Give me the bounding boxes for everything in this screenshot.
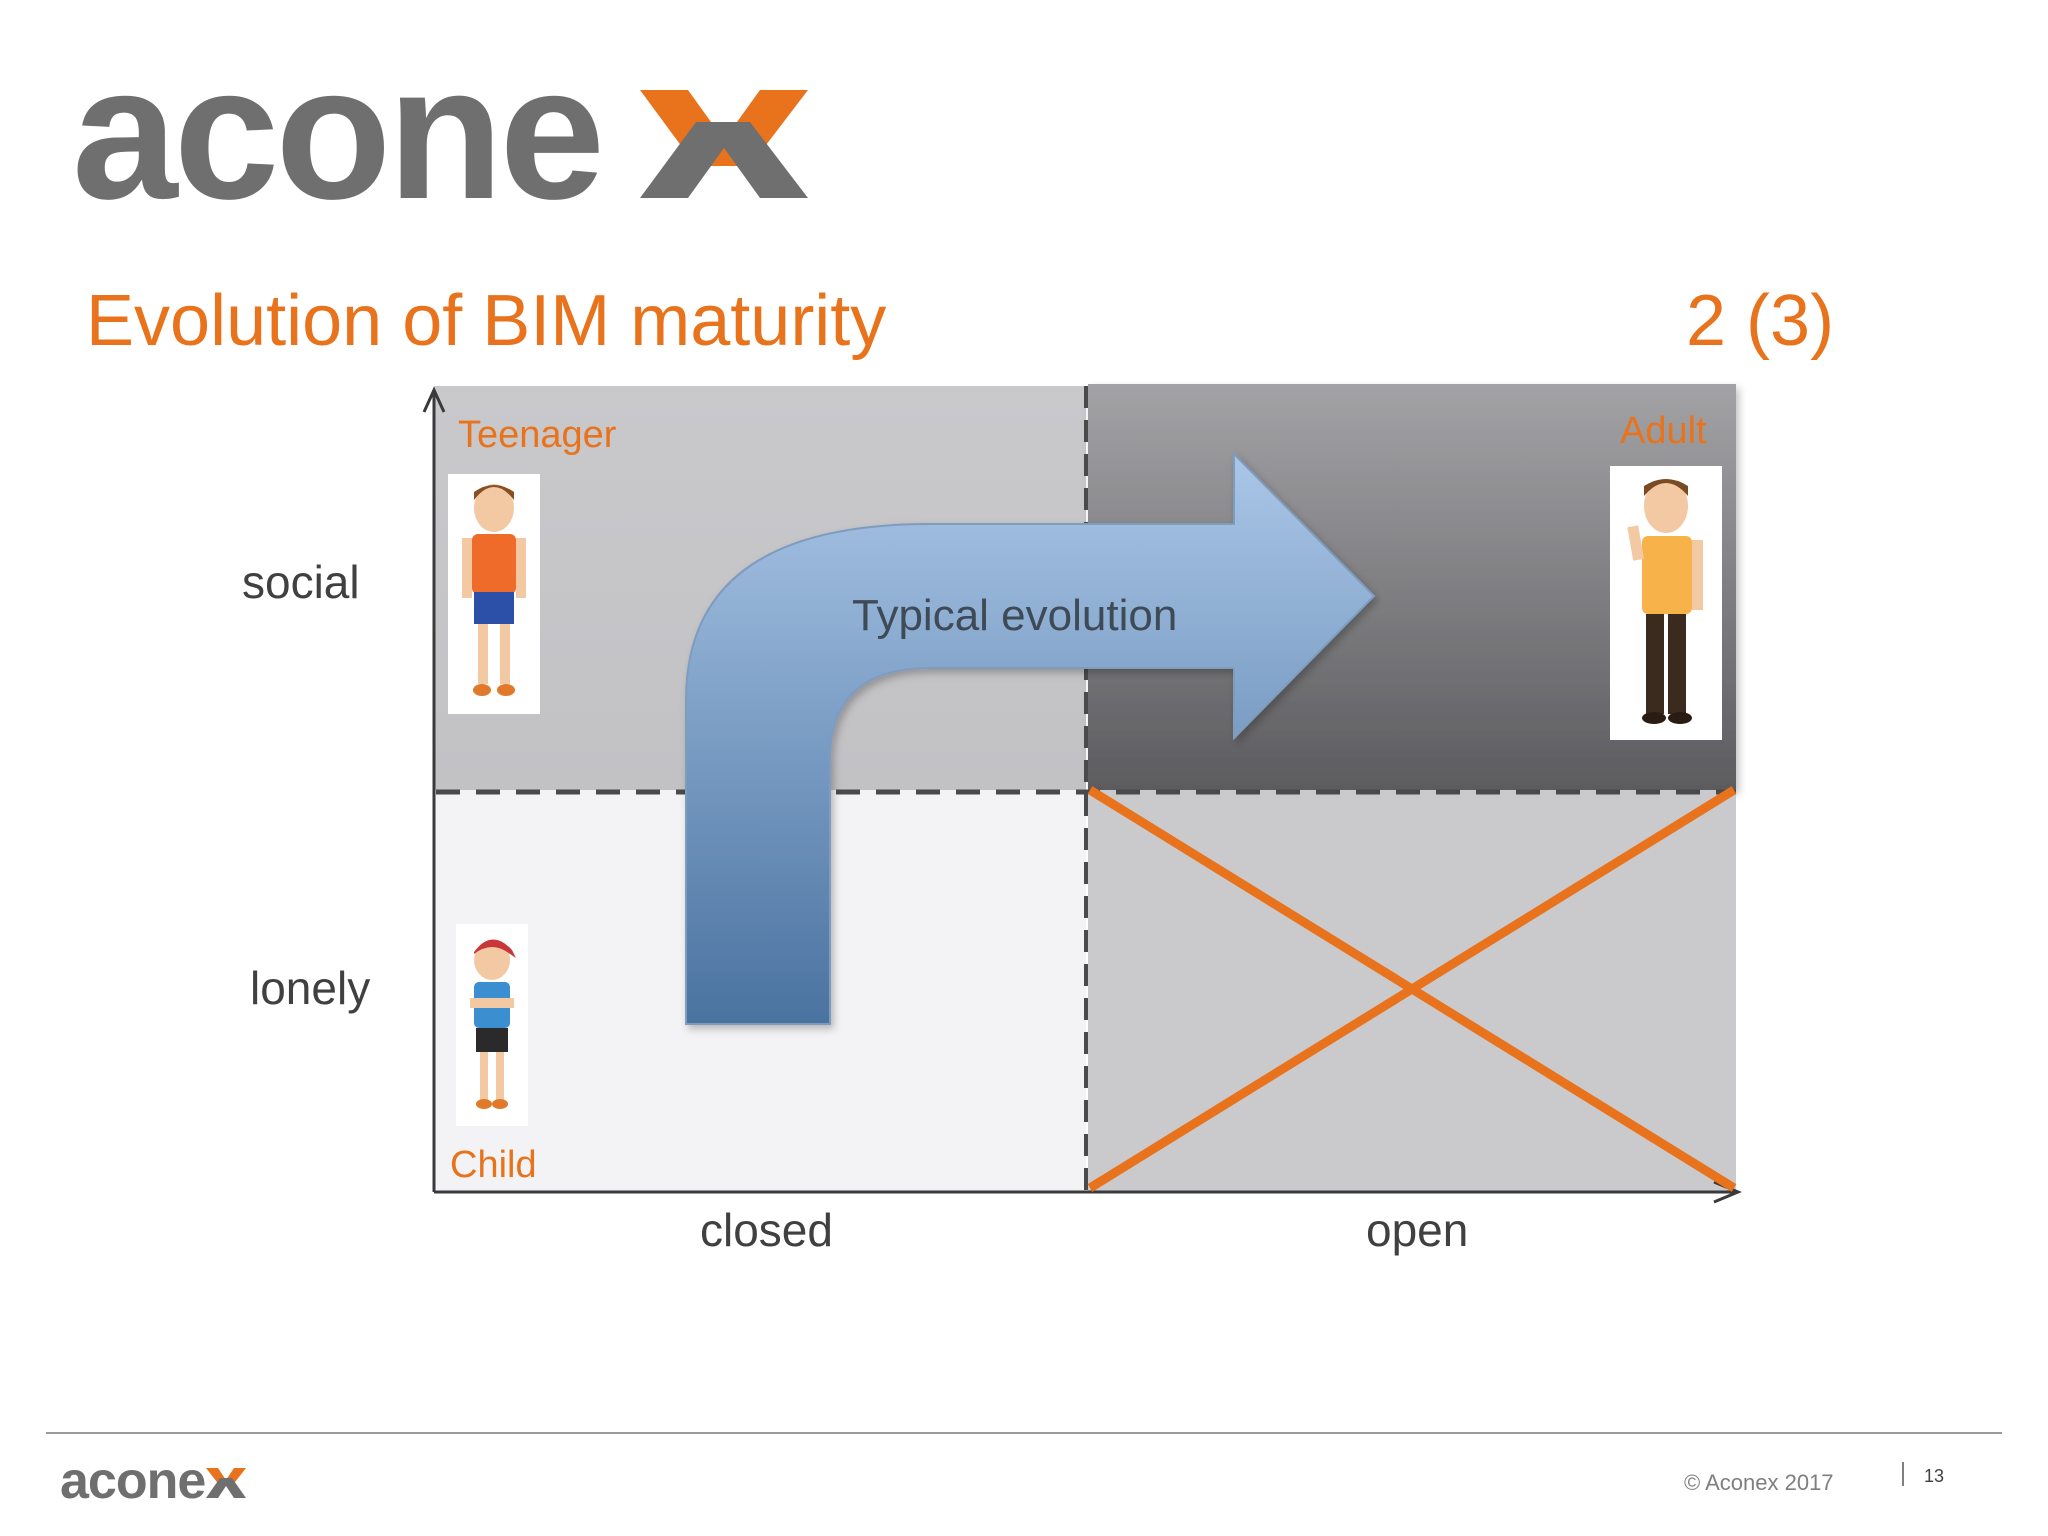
x-label-closed: closed bbox=[700, 1204, 833, 1256]
arrow-label: Typical evolution bbox=[852, 591, 1178, 640]
label-child: Child bbox=[450, 1144, 537, 1186]
cross-line-2 bbox=[1087, 786, 1737, 1192]
copyright-text: © Aconex 2017 bbox=[1684, 1470, 1834, 1495]
logo-x-mark bbox=[640, 90, 808, 198]
label-teenager: Teenager bbox=[458, 414, 617, 456]
svg-text:acone: acone bbox=[60, 1454, 205, 1510]
teenager-figure bbox=[448, 474, 540, 714]
child-figure bbox=[456, 924, 528, 1126]
adult-figure bbox=[1610, 466, 1722, 740]
y-label-social: social bbox=[242, 556, 360, 608]
label-adult: Adult bbox=[1620, 410, 1707, 452]
footer-separator bbox=[1902, 1462, 1904, 1486]
y-label-lonely: lonely bbox=[250, 962, 371, 1014]
evolution-arrow bbox=[685, 451, 1376, 1025]
footer-divider bbox=[46, 1432, 2002, 1434]
footer-logo: acone bbox=[60, 1454, 246, 1510]
aconex-logo: acone bbox=[72, 48, 808, 238]
logo-wordmark: acone bbox=[72, 48, 601, 238]
y-axis-arrowhead bbox=[422, 386, 446, 413]
slide-title: Evolution of BIM maturity bbox=[86, 281, 887, 361]
page-number: 13 bbox=[1924, 1466, 1945, 1486]
slide-subtitle: 2 (3) bbox=[1686, 281, 1835, 361]
x-label-open: open bbox=[1366, 1204, 1469, 1256]
